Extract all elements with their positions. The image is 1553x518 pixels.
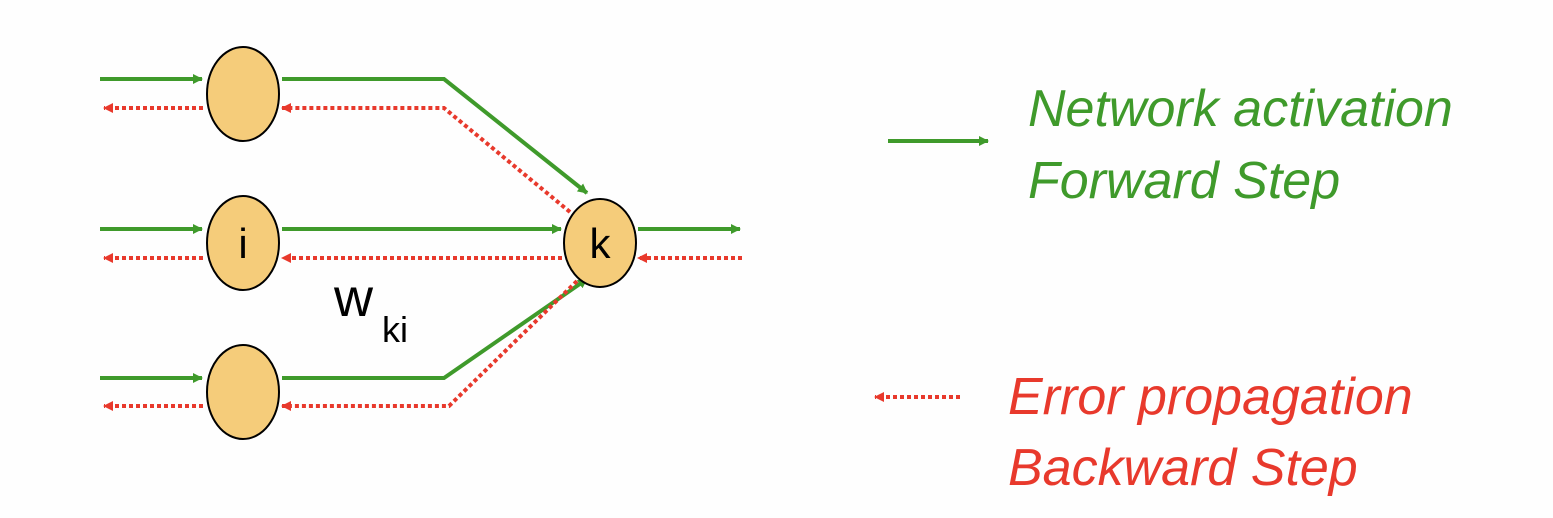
legend-backward-line1: Error propagation	[1008, 368, 1413, 426]
backward-connections	[103, 103, 742, 411]
node-i-label: i	[238, 220, 247, 267]
weight-label: w ki	[333, 268, 408, 350]
forward-bottom-to-k	[282, 277, 589, 380]
forward-top-to-k	[282, 77, 589, 195]
legend-forward-line1: Network activation	[1028, 80, 1453, 138]
legend-forward-line2: Forward Step	[1028, 152, 1340, 210]
legend: Network activation Forward Step Error pr…	[874, 80, 1453, 497]
backward-k-to-top	[281, 103, 572, 214]
weight-subscript: ki	[382, 309, 408, 350]
node-k-label: k	[590, 220, 612, 267]
backward-k-to-bottom	[281, 279, 579, 411]
forward-connections	[100, 74, 741, 383]
node-bottom	[206, 344, 280, 440]
nodes: i k	[206, 46, 637, 440]
node-i	[206, 195, 280, 291]
weight-symbol: w	[333, 268, 374, 328]
node-k	[563, 198, 637, 288]
legend-backward-line2: Backward Step	[1008, 439, 1358, 497]
node-top	[206, 46, 280, 142]
